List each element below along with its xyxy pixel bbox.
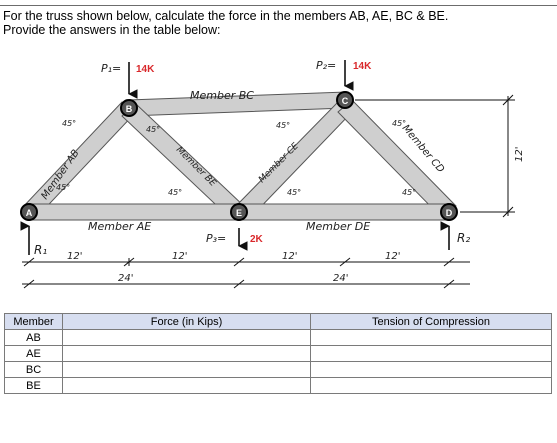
node-d: D bbox=[440, 203, 458, 221]
span-labels: 12' 12' 12' 12' 24' 24' bbox=[67, 251, 400, 284]
dim-seg-4: 12' bbox=[385, 251, 400, 262]
angle-label: 45° bbox=[402, 188, 416, 197]
dim-seg-3: 12' bbox=[282, 251, 297, 262]
load-p1-value: 14K bbox=[136, 64, 155, 75]
angle-label: 45° bbox=[276, 121, 290, 130]
height-label: 12' bbox=[514, 147, 525, 162]
load-p3-label: P₃= bbox=[206, 232, 226, 245]
load-p2: P₂= 14K bbox=[316, 59, 372, 91]
table-row: AE bbox=[4, 345, 552, 362]
label-member-ae: Member AE bbox=[88, 220, 151, 233]
dim-seg-1: 12' bbox=[67, 251, 82, 262]
force-cell[interactable] bbox=[62, 329, 311, 346]
prompt-line-1: For the truss shown below, calculate the… bbox=[3, 9, 449, 23]
header-tension: Tension of Compression bbox=[310, 313, 552, 330]
label-member-bc: Member BC bbox=[190, 89, 254, 102]
node-a-label: A bbox=[26, 208, 33, 218]
load-p1: P₁= 14K bbox=[101, 62, 155, 99]
angle-labels: 45° 45° 45° 45° 45° 45° 45° 45° bbox=[56, 119, 416, 197]
reaction-r1: R₁ bbox=[20, 221, 47, 257]
member-cell: AE bbox=[4, 345, 63, 362]
node-b-label: B bbox=[126, 104, 133, 114]
table-row: BE bbox=[4, 377, 552, 394]
load-p2-label: P₂= bbox=[316, 59, 336, 72]
dim-span-left: 24' bbox=[118, 273, 133, 284]
member-cell: AB bbox=[4, 329, 63, 346]
force-cell[interactable] bbox=[62, 345, 311, 362]
node-d-label: D bbox=[446, 208, 453, 218]
angle-label: 45° bbox=[287, 188, 301, 197]
header-member: Member bbox=[4, 313, 63, 330]
tension-cell[interactable] bbox=[310, 377, 552, 394]
node-c-label: C bbox=[342, 96, 349, 106]
table-row: BC bbox=[4, 361, 552, 378]
dim-span-right: 24' bbox=[333, 273, 348, 284]
load-p3-value: 2K bbox=[250, 234, 264, 245]
reaction-r2: R₂ bbox=[440, 221, 470, 250]
label-member-de: Member DE bbox=[306, 220, 370, 233]
table-header-row: Member Force (in Kips) Tension of Compre… bbox=[4, 313, 552, 330]
angle-label: 45° bbox=[62, 119, 76, 128]
node-e: E bbox=[230, 203, 248, 221]
angle-label: 45° bbox=[146, 125, 160, 134]
force-cell[interactable] bbox=[62, 361, 311, 378]
node-e-label: E bbox=[236, 208, 242, 218]
prompt-line-2: Provide the answers in the table below: bbox=[3, 23, 221, 37]
member-ab-band bbox=[21, 101, 137, 219]
answer-table: Member Force (in Kips) Tension of Compre… bbox=[4, 313, 552, 394]
load-p3: P₃= 2K bbox=[206, 228, 264, 251]
force-cell[interactable] bbox=[62, 377, 311, 394]
angle-label: 45° bbox=[392, 119, 406, 128]
reaction-r2-label: R₂ bbox=[457, 231, 470, 245]
tension-cell[interactable] bbox=[310, 361, 552, 378]
reaction-r1-label: R₁ bbox=[34, 243, 47, 257]
tension-cell[interactable] bbox=[310, 345, 552, 362]
header-force: Force (in Kips) bbox=[62, 313, 311, 330]
top-rule bbox=[0, 5, 557, 6]
truss-members bbox=[21, 91, 457, 221]
load-p1-label: P₁= bbox=[101, 62, 121, 75]
table-row: AB bbox=[4, 329, 552, 346]
dim-seg-2: 12' bbox=[172, 251, 187, 262]
angle-label: 45° bbox=[56, 183, 70, 192]
tension-cell[interactable] bbox=[310, 329, 552, 346]
node-b: B bbox=[120, 99, 138, 117]
node-a: A bbox=[20, 203, 38, 221]
member-ce-band bbox=[235, 101, 353, 219]
member-cell: BC bbox=[4, 361, 63, 378]
member-cell: BE bbox=[4, 377, 63, 394]
span-dimensions bbox=[22, 257, 470, 289]
angle-label: 45° bbox=[168, 188, 182, 197]
node-c: C bbox=[336, 91, 354, 109]
load-p2-value: 14K bbox=[353, 61, 372, 72]
problem-statement: For the truss shown below, calculate the… bbox=[3, 9, 448, 37]
truss-diagram: A B C D E P₁= 14K P₂= 14K P₃= 2K Member … bbox=[20, 59, 525, 289]
height-dimension bbox=[355, 94, 515, 218]
